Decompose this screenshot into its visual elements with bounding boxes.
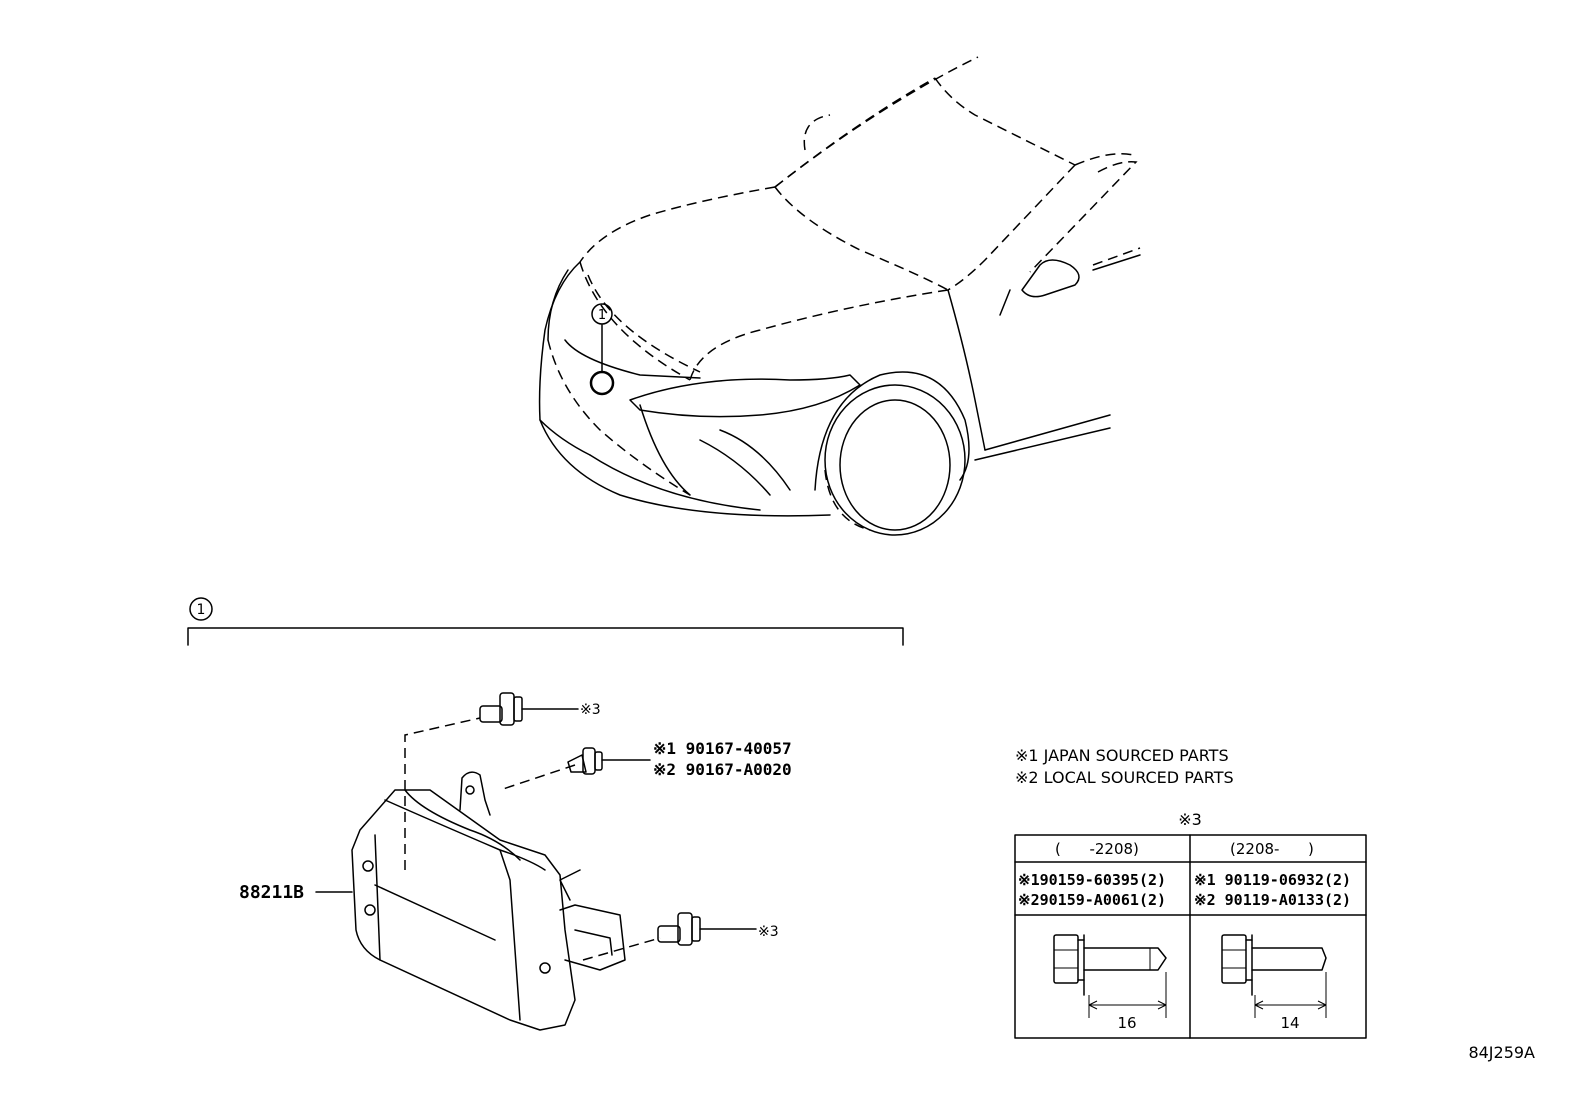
radar-sensor-drawing — [351, 717, 661, 1031]
table-col1-japan: ※190159-60395(2) — [1018, 871, 1166, 889]
table-col2-local: ※2 90119-A0133(2) — [1194, 891, 1351, 909]
bolt-ref-bottom: ※3 — [758, 924, 779, 940]
car-callout-number: 1 — [598, 308, 606, 323]
bolt-ref-top: ※3 — [580, 702, 601, 718]
bolt-16-length: 16 — [1117, 1014, 1136, 1032]
legend-local-sourced: ※2 LOCAL SOURCED PARTS — [1015, 768, 1234, 787]
screw-local-part-no: ※2 90167-A0020 — [653, 760, 792, 779]
bolt-table-title: ※3 — [1178, 810, 1202, 829]
bolt-table — [1014, 834, 1367, 1039]
figure-code: 84J259A — [1468, 1043, 1535, 1062]
flange-bolt-bottom — [657, 912, 757, 946]
assembly-callout-number: 1 — [197, 602, 206, 618]
legend-japan-sourced: ※1 JAPAN SOURCED PARTS — [1015, 746, 1229, 765]
table-col1-local: ※290159-A0061(2) — [1018, 891, 1166, 909]
car-front-illustration — [538, 56, 1141, 536]
assembly-bracket — [187, 597, 904, 646]
screw — [567, 747, 651, 775]
table-col2-range: (2208- ) — [1230, 840, 1314, 858]
table-col1-range: ( -2208) — [1055, 840, 1139, 858]
bolt-16-drawing — [1053, 934, 1167, 1018]
flange-bolt-top — [479, 692, 579, 726]
sensor-part-number: 88211B — [239, 882, 304, 903]
bolt-14-drawing — [1221, 934, 1327, 1018]
bolt-14-length: 14 — [1280, 1014, 1299, 1032]
screw-japan-part-no: ※1 90167-40057 — [653, 739, 792, 758]
table-col2-japan: ※1 90119-06932(2) — [1194, 871, 1351, 889]
